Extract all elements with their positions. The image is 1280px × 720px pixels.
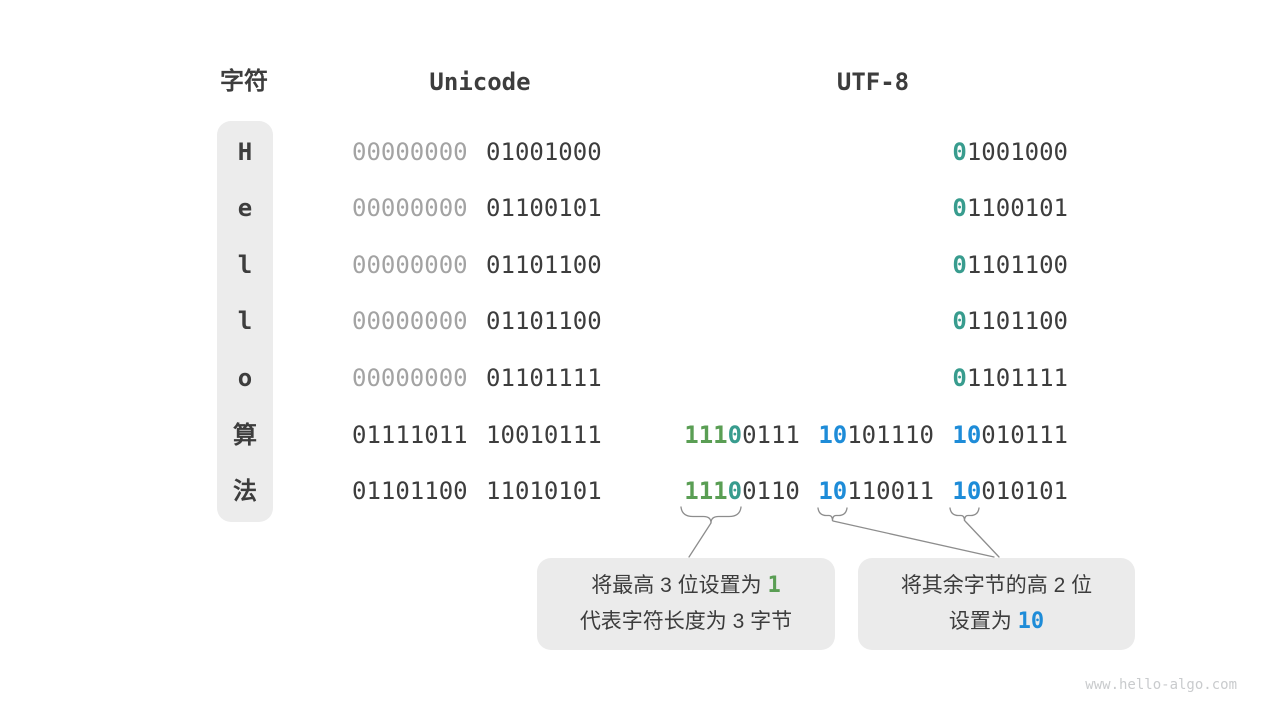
unicode-bits-cell: 00000000 01101111 [352,363,602,393]
bit-segment-gray: 00000000 [352,307,468,335]
utf8-bits-cell: 01101100 [952,250,1068,280]
unicode-bits-cell: 00000000 01100101 [352,193,602,223]
callout-highlight-green: 1 [767,573,781,598]
bit-segment-green: 111 [684,421,728,449]
bit-segment-dark: 1101111 [966,364,1068,392]
unicode-bits-cell: 01101100 11010101 [352,476,602,506]
bit-segment-dark: 01100101 [486,194,602,222]
bit-segment-gray: 00000000 [352,364,468,392]
bit-segment-blue: 10 [952,421,982,449]
bit-segment-dark: 01001000 [486,138,602,166]
bit-segment-dark: 11010101 [486,477,602,505]
bit-segment-blue: 10 [818,421,848,449]
bit-segment-teal: 0 [727,477,743,505]
column-header-unicode: Unicode [429,68,531,96]
callout-leading-byte: 将最高 3 位设置为 1 代表字符长度为 3 字节 [537,558,835,650]
bit-segment-dark: 01101100 [352,477,468,505]
bit-segment-dark: 1101100 [966,251,1068,279]
bit-segment-blue: 10 [952,477,982,505]
char-cell: 法 [233,477,257,505]
bit-segment-dark: 01101111 [486,364,602,392]
bit-segment-dark: 10010111 [486,421,602,449]
bit-segment-teal: 0 [952,307,967,335]
utf8-bits-cell: 01101111 [952,363,1068,393]
bit-segment-dark: 01101100 [486,251,602,279]
utf8-bits-cell: 11100110 10110011 10010101 [684,476,1068,506]
char-cell: 算 [233,421,257,449]
bit-segment-dark: 010101 [981,477,1068,505]
bit-segment-gray: 00000000 [352,251,468,279]
bit-segment-dark: 010111 [981,421,1068,449]
bit-segment-teal: 0 [952,138,967,166]
utf8-bits-cell: 01001000 [952,137,1068,167]
bit-segment-blue: 10 [818,477,848,505]
bit-segment-green: 111 [684,477,728,505]
watermark: www.hello-algo.com [1085,677,1237,693]
column-header-utf8: UTF-8 [836,68,910,96]
underbrace-3bit-prefix-icon [680,506,742,524]
unicode-bits-cell: 00000000 01001000 [352,137,602,167]
utf8-bits-cell: 01101100 [952,306,1068,336]
unicode-bits-cell: 00000000 01101100 [352,250,602,280]
bit-segment-dark: 01111011 [352,421,468,449]
char-cell: H [237,138,253,166]
underbrace-cont-byte-3-icon [949,507,980,522]
callout-line: 设置为 10 [949,604,1044,640]
char-cell: l [237,307,253,335]
bit-segment-dark: 1001000 [966,138,1068,166]
utf8-bits-cell: 01100101 [952,193,1068,223]
leader-line-cont-2 [832,520,995,558]
char-cell: o [237,364,253,392]
bit-segment-dark: 1101100 [966,307,1068,335]
callout-text: 将其余字节的高 2 位 [900,574,1093,597]
bit-segment-dark: 110011 [847,477,934,505]
bit-segment-gray: 00000000 [352,138,468,166]
unicode-bits-cell: 00000000 01101100 [352,306,602,336]
bit-segment-gray: 00000000 [352,194,468,222]
bit-segment-dark: 0110 [742,477,800,505]
callout-highlight-blue: 10 [1017,609,1045,634]
underbrace-cont-byte-2-icon [817,507,848,522]
unicode-bits-cell: 01111011 10010111 [352,420,602,450]
callout-line: 代表字符长度为 3 字节 [580,604,792,640]
callout-text: 将最高 3 位设置为 [591,574,768,597]
callout-line: 将其余字节的高 2 位 [901,568,1092,604]
char-column-background [217,121,273,522]
char-cell: l [237,251,253,279]
callout-line: 将最高 3 位设置为 1 [591,568,780,604]
bit-segment-teal: 0 [727,421,743,449]
bit-segment-dark: 1100101 [966,194,1068,222]
callout-continuation-byte: 将其余字节的高 2 位设置为 10 [858,558,1135,650]
bit-segment-teal: 0 [952,194,967,222]
callout-text: 设置为 [948,610,1018,633]
bit-segment-dark: 01101100 [486,307,602,335]
leader-line-prefix [688,522,712,558]
utf8-bits-cell: 11100111 10101110 10010111 [684,420,1068,450]
column-header-char: 字符 [220,68,268,95]
bit-segment-dark: 0111 [742,421,800,449]
callout-text: 代表字符长度为 3 字节 [579,610,793,633]
bit-segment-teal: 0 [952,364,967,392]
bit-segment-teal: 0 [952,251,967,279]
char-cell: e [237,194,253,222]
leader-line-cont-3 [964,520,1000,558]
bit-segment-dark: 101110 [847,421,934,449]
